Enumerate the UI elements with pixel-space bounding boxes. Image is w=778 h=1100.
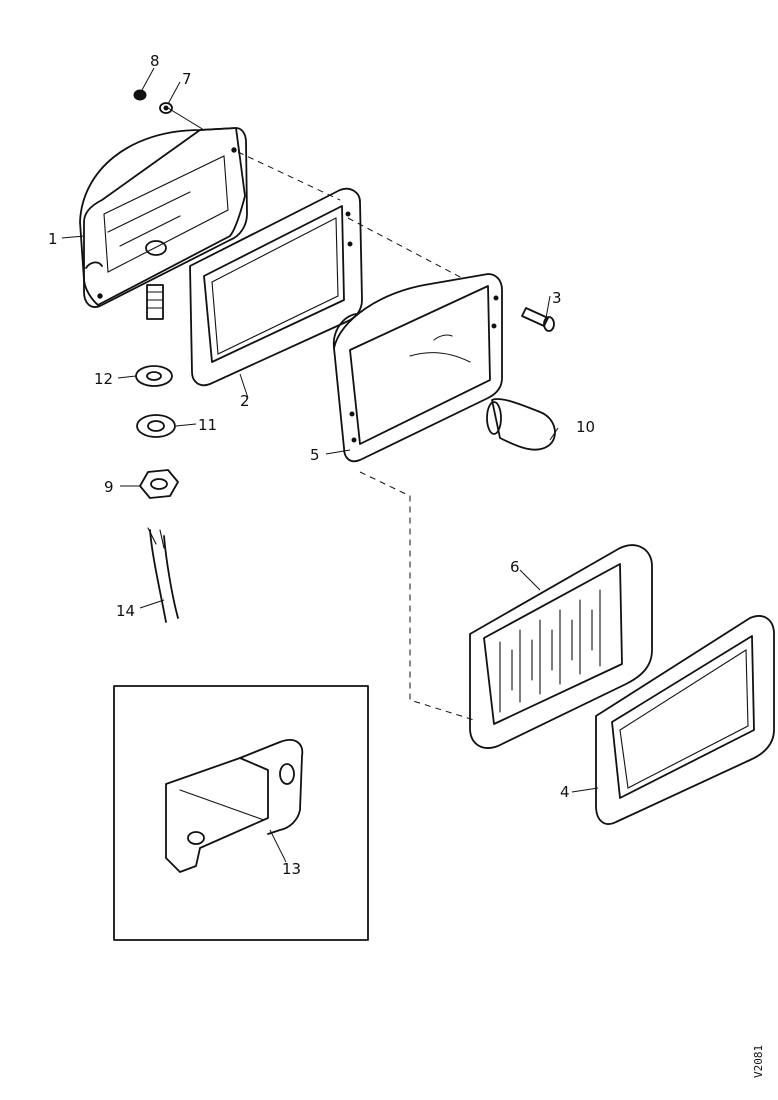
part-housing-back (79, 127, 248, 320)
callout-3: 3 (552, 289, 562, 307)
part-cable (147, 527, 179, 623)
part-bulb (486, 398, 556, 451)
part-gasket-frame (189, 187, 363, 387)
part-washer-7 (159, 102, 173, 114)
inset-box (113, 685, 369, 941)
callout-6: 6 (510, 558, 520, 576)
document-number: V2081 (752, 1045, 765, 1078)
part-washer-11 (136, 414, 176, 438)
assembly-lines (237, 151, 475, 721)
callout-11: 11 (198, 416, 217, 434)
part-lens (469, 544, 653, 749)
callout-7: 7 (182, 70, 192, 88)
part-nut-9 (139, 469, 179, 499)
part-screw (521, 307, 555, 332)
part-lamp-body (332, 273, 503, 463)
callout-4: 4 (560, 783, 570, 801)
callout-2: 2 (240, 392, 250, 410)
part-bracket (165, 739, 304, 873)
callout-9: 9 (104, 478, 114, 496)
part-lens-frame (595, 615, 775, 825)
callout-leaders (61, 67, 599, 863)
callout-labels: 1 2 3 4 5 6 7 8 9 10 11 12 13 14 (48, 52, 595, 878)
callout-8: 8 (150, 52, 160, 70)
callout-14: 14 (116, 602, 135, 620)
callout-1: 1 (48, 230, 58, 248)
callout-5: 5 (310, 446, 320, 464)
callout-10: 10 (576, 418, 595, 436)
part-washer-12 (135, 365, 173, 387)
callout-12: 12 (94, 370, 113, 388)
callout-13: 13 (282, 860, 301, 878)
part-nut-8 (133, 89, 147, 101)
